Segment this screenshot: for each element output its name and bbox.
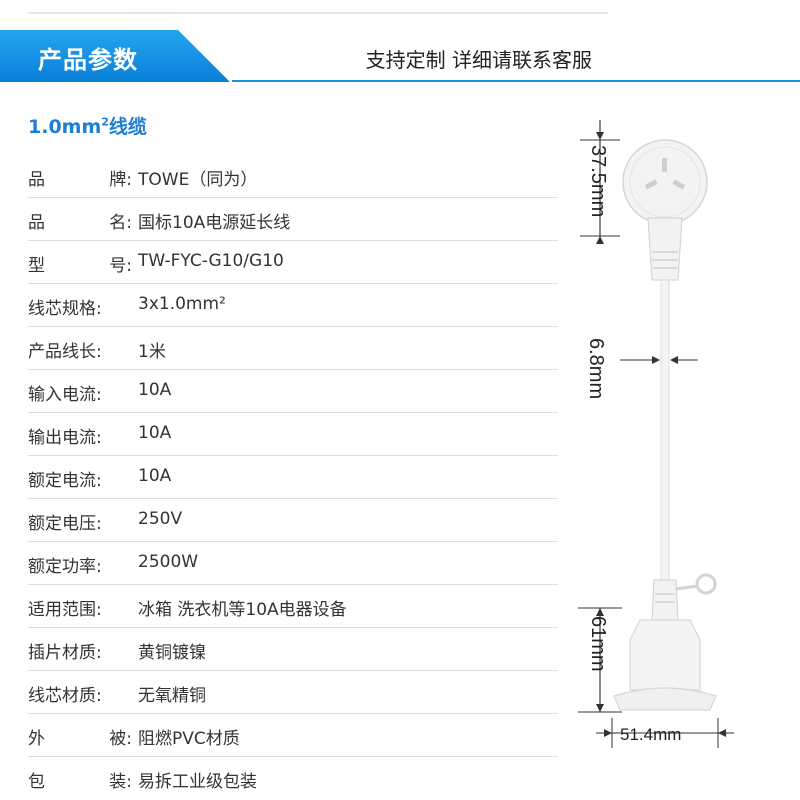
spec-value: 冰箱 洗衣机等10A电器设备: [138, 600, 347, 620]
spec-row-rated-power: 额定功率: 2500W: [28, 542, 558, 585]
spec-label-part: 号:: [109, 256, 132, 276]
spec-row-blade-material: 插片材质: 黄铜镀镍: [28, 628, 558, 671]
spec-value: 阻燃PVC材质: [138, 729, 240, 749]
extension-cord-diagram: 37.5mm 6.8mm 61mm: [578, 120, 734, 748]
socket-width-label: 51.4mm: [620, 725, 681, 744]
spec-label-part: 名:: [109, 213, 132, 233]
spec-label: 品 名:: [28, 208, 132, 233]
spec-label: 额定电流:: [28, 471, 102, 491]
section-title-suffix: 线缆: [108, 116, 147, 138]
socket-width-dimension: 51.4mm: [596, 718, 734, 748]
spec-value: 10A: [138, 466, 172, 486]
spec-row-rated-current: 额定电流: 10A: [28, 456, 558, 499]
spec-row-model: 型 号: TW-FYC-G10/G10: [28, 241, 558, 284]
spec-label: 输出电流:: [28, 428, 102, 448]
spec-label: 线芯材质:: [28, 686, 102, 706]
spec-row-application: 适用范围: 冰箱 洗衣机等10A电器设备: [28, 585, 558, 628]
spec-label: 品 牌:: [28, 165, 132, 190]
section-title-superscript: 2: [101, 115, 109, 129]
spec-label-part: 牌:: [109, 170, 132, 190]
spec-label: 输入电流:: [28, 385, 102, 405]
spec-value: 3x1.0mm²: [138, 294, 226, 314]
spec-label: 型 号:: [28, 251, 132, 276]
spec-label: 外 被:: [28, 724, 132, 749]
banner-contact-text: 支持定制 详细请联系客服: [365, 48, 592, 72]
plug-dimension: 37.5mm: [580, 120, 620, 244]
section-title-prefix: 1.0mm: [28, 116, 102, 138]
spec-table: 品牌: TOWE（同为） 品名: 国标10A电源延长线 型号: TW-FYC-G…: [28, 155, 558, 799]
spec-row-core-material: 线芯材质: 无氧精铜: [28, 671, 558, 714]
spec-label-part: 包: [28, 772, 45, 792]
socket-height-label: 61mm: [587, 616, 609, 672]
spec-row-length: 产品线长: 1米: [28, 327, 558, 370]
parameters-banner: 产品参数 支持定制 详细请联系客服: [0, 30, 800, 82]
spec-row-input-current: 输入电流: 10A: [28, 370, 558, 413]
spec-label-part: 型: [28, 256, 45, 276]
cable: [660, 279, 670, 611]
spec-row-output-current: 输出电流: 10A: [28, 413, 558, 456]
banner-underline: [232, 80, 800, 82]
spec-value: 1米: [138, 342, 166, 362]
spec-value: 250V: [138, 509, 183, 529]
spec-label-part: 装:: [109, 772, 132, 792]
spec-value: 10A: [138, 380, 172, 400]
spec-row-brand: 品 牌: TOWE（同为）: [28, 155, 558, 198]
spec-row-packaging: 包 装: 易拆工业级包装: [28, 757, 558, 799]
spec-label: 包 装:: [28, 767, 132, 792]
spec-label-part: 被:: [109, 729, 132, 749]
spec-label: 适用范围:: [28, 600, 102, 620]
spec-row-rated-voltage: 额定电压: 250V: [28, 499, 558, 542]
socket-height-dimension: 61mm: [578, 607, 622, 713]
cable-dimension: 6.8mm: [585, 338, 698, 399]
top-divider: [28, 12, 608, 14]
spec-value: 2500W: [138, 552, 199, 572]
spec-label: 额定功率:: [28, 557, 102, 577]
spec-value: 10A: [138, 423, 172, 443]
cable-section-title: 1.0mm2线缆: [28, 112, 147, 139]
spec-row-sheath: 外 被: 阻燃PVC材质: [28, 714, 558, 757]
spec-value: 无氧精铜: [138, 686, 206, 706]
spec-value: 国标10A电源延长线: [138, 213, 291, 233]
plug-icon: [622, 139, 708, 281]
cable-dimension-label: 6.8mm: [585, 338, 607, 399]
plug-dimension-label: 37.5mm: [587, 145, 609, 217]
spec-label: 产品线长:: [28, 342, 102, 362]
spec-row-core-spec: 线芯规格: 3x1.0mm²: [28, 284, 558, 327]
spec-label: 额定电压:: [28, 514, 102, 534]
spec-value: 黄铜镀镍: [138, 643, 206, 663]
spec-label-part: 外: [28, 729, 45, 749]
spec-label-part: 品: [28, 170, 45, 190]
socket-icon: [613, 573, 717, 711]
spec-label: 线芯规格:: [28, 299, 102, 319]
banner-title: 产品参数: [38, 46, 138, 74]
spec-row-name: 品 名: 国标10A电源延长线: [28, 198, 558, 241]
spec-label: 插片材质:: [28, 643, 102, 663]
spec-value: 易拆工业级包装: [138, 772, 257, 792]
spec-label-part: 品: [28, 213, 45, 233]
spec-value: TW-FYC-G10/G10: [138, 251, 284, 271]
spec-value: TOWE（同为）: [138, 170, 258, 190]
